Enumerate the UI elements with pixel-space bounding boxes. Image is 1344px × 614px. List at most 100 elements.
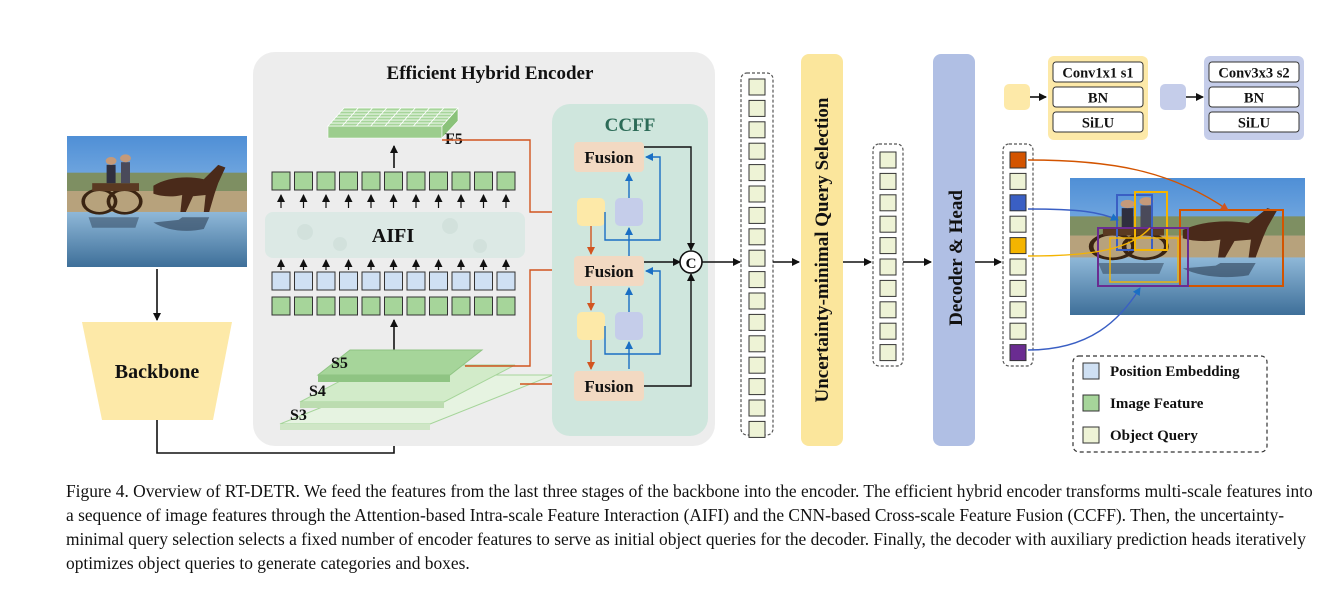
query-token	[748, 356, 766, 374]
image-feature-token	[316, 296, 336, 316]
position-embedding-token	[294, 271, 313, 291]
query-token	[879, 215, 897, 233]
image-feature-token	[361, 296, 381, 316]
aifi-output-features	[271, 171, 516, 191]
image-feature-token	[451, 296, 471, 316]
backbone-label: Backbone	[115, 361, 200, 383]
rt-detr-diagram: Backbone Efficient Hybrid Encoder F5 AIF…	[67, 52, 1344, 454]
query-token	[748, 292, 766, 310]
position-embedding-token	[271, 271, 291, 291]
query-token	[879, 322, 897, 340]
conv1x1-swatch	[1004, 84, 1030, 110]
f5-cell	[426, 122, 446, 127]
query-token	[748, 78, 766, 96]
legend-position-embedding: Position Embedding	[1110, 364, 1240, 380]
conv-layer-label: SiLU	[1082, 116, 1115, 132]
conv-layer-label: SiLU	[1238, 116, 1271, 132]
aifi-block	[265, 212, 525, 258]
conv-layer-label: BN	[1244, 91, 1265, 107]
query-token	[748, 121, 766, 139]
image-feature-token	[316, 171, 336, 191]
position-embedding-token	[406, 271, 426, 291]
conv1x1-block	[577, 198, 605, 226]
query-token	[1009, 215, 1027, 233]
f5-cell	[432, 116, 451, 121]
query-token	[879, 151, 897, 169]
query-token	[748, 142, 766, 160]
image-feature-token	[406, 296, 426, 316]
conv-layer	[1052, 111, 1144, 133]
query-token	[879, 194, 897, 212]
conv-layer	[1208, 111, 1300, 133]
query-token	[879, 172, 897, 190]
conv1x1-block	[577, 312, 605, 340]
conv3x3-block	[615, 198, 643, 226]
input-image	[67, 136, 247, 267]
query-token	[748, 313, 766, 331]
image-feature-token	[429, 171, 448, 191]
image-feature-token	[429, 296, 448, 316]
query-token	[879, 344, 897, 362]
conv-layer-label: Conv3x3 s2	[1218, 66, 1289, 82]
query-token	[1009, 279, 1027, 297]
query-token	[748, 420, 766, 438]
bbox-carriage-inner	[1109, 237, 1179, 283]
image-feature-token	[271, 296, 291, 316]
encoder-output-sequence	[740, 72, 774, 436]
query-selection-block	[801, 54, 843, 446]
image-feature-token	[474, 171, 493, 191]
selected-queries	[872, 143, 904, 367]
query-token	[748, 185, 766, 203]
legend-object-query: Object Query	[1110, 428, 1198, 444]
query-token	[748, 249, 766, 267]
query-token	[1009, 151, 1027, 169]
query-token	[748, 99, 766, 117]
image-feature-token	[294, 171, 313, 191]
f5-feature-map	[327, 107, 459, 139]
f5-cell	[440, 107, 459, 112]
conv-layer	[1052, 61, 1144, 83]
f5-cell	[434, 113, 454, 118]
conv-layer	[1208, 86, 1300, 108]
fusion-block: Fusion	[574, 256, 644, 286]
f5-cell	[437, 110, 457, 115]
conv-layer	[1052, 86, 1144, 108]
image-feature-token	[361, 171, 381, 191]
query-token	[1009, 344, 1027, 362]
conv-layer	[1208, 61, 1300, 83]
query-token	[748, 399, 766, 417]
position-embedding-token	[384, 271, 403, 291]
query-token	[748, 164, 766, 182]
svg-text:Fusion: Fusion	[584, 377, 634, 396]
image-feature-token	[474, 296, 493, 316]
bbox-person	[1134, 191, 1168, 251]
image-feature-token	[496, 171, 516, 191]
image-feature-token	[339, 296, 358, 316]
svg-text:Fusion: Fusion	[584, 148, 634, 167]
query-token	[1009, 258, 1027, 276]
position-embedding-token	[339, 271, 358, 291]
query-token	[1009, 237, 1027, 255]
position-embedding-token	[361, 271, 381, 291]
position-embedding-token	[429, 271, 448, 291]
image-feature-token	[451, 171, 471, 191]
s5-label: S5	[331, 355, 348, 372]
fusion-block: Fusion	[574, 371, 644, 401]
encoder-title: Efficient Hybrid Encoder	[387, 63, 594, 84]
image-feature-row	[271, 296, 516, 316]
query-token	[879, 279, 897, 297]
concat-label: C	[686, 256, 697, 272]
query-token	[1009, 172, 1027, 190]
image-feature-token	[271, 171, 291, 191]
multi-scale-features	[279, 349, 554, 430]
s3-label: S3	[290, 407, 307, 424]
f5-cell	[429, 119, 449, 124]
legend-object-query-swatch	[1082, 426, 1100, 444]
ccff-title: CCFF	[605, 115, 656, 136]
svg-text:Fusion: Fusion	[584, 262, 634, 281]
backbone-block	[82, 322, 232, 420]
query-token	[1009, 301, 1027, 319]
image-feature-token	[339, 171, 358, 191]
legend-image-feature-swatch	[1082, 394, 1100, 412]
aifi-label: AIFI	[372, 225, 414, 247]
